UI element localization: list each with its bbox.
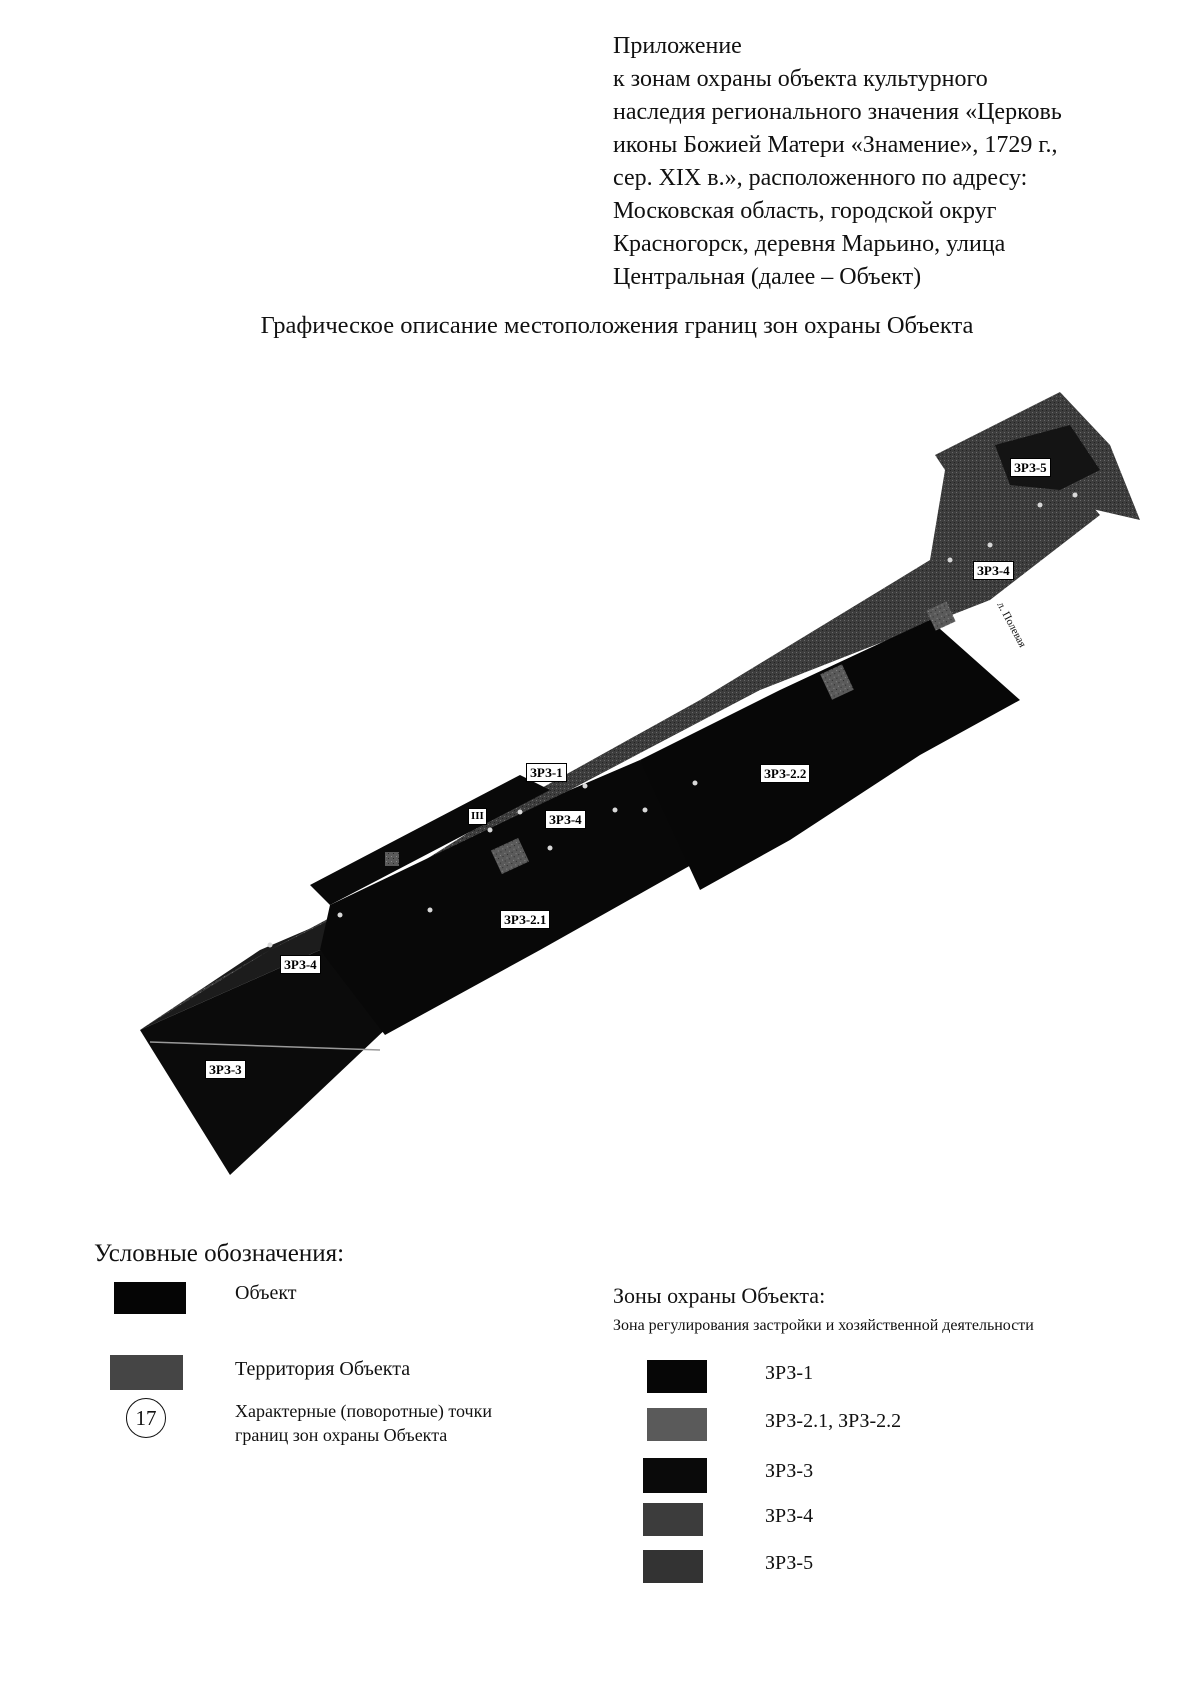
zone-zrz22 <box>640 620 1020 890</box>
zone-zrz3 <box>140 950 390 1175</box>
legend-title: Условные обозначения: <box>94 1240 345 1267</box>
appendix-line: Приложение <box>613 33 742 59</box>
appendix-line: иконы Божией Матери «Знамение», 1729 г., <box>613 132 1058 158</box>
zone-patch <box>820 664 854 700</box>
swatch-zrz1 <box>647 1360 707 1393</box>
boundary-points <box>267 492 1078 948</box>
swatch-territory <box>110 1355 183 1390</box>
map-label-zrz3: ЗРЗ-3 <box>205 1060 246 1079</box>
legend-zone-zrz4: ЗРЗ-4 <box>765 1505 814 1527</box>
zone-zrz1 <box>310 775 550 905</box>
legend-points-line1: Характерные (поворотные) точки <box>235 1401 492 1421</box>
zones-map <box>140 392 1140 1175</box>
appendix-block: Приложение к зонам охраны объекта культу… <box>613 30 1173 294</box>
swatch-zrz3 <box>643 1458 707 1493</box>
legend-zone-zrz2: ЗРЗ-2.1, ЗРЗ-2.2 <box>765 1410 902 1432</box>
swatch-zrz5 <box>643 1550 703 1583</box>
boundary-line <box>149 1041 381 1051</box>
zone-zrz4-left <box>140 920 360 1030</box>
zone-patch <box>926 601 956 631</box>
appendix-line: сер. XIX в.», расположенного по адресу: <box>613 165 1028 191</box>
map-label-zrz1: ЗРЗ-1 <box>526 763 567 782</box>
map-label-zrz21: ЗРЗ-2.1 <box>500 910 551 929</box>
zones-subtitle: Зона регулирования застройки и хозяйстве… <box>613 1317 1034 1334</box>
map-label-zrz4: ЗРЗ-4 <box>973 561 1014 580</box>
legend-territory-label: Территория Объекта <box>235 1358 411 1380</box>
point-number-icon: 17 <box>126 1398 166 1438</box>
appendix-line: наследия регионального значения «Церковь <box>613 99 1062 125</box>
appendix-line: к зонам охраны объекта культурного <box>613 66 988 92</box>
legend-object-label: Объект <box>235 1282 297 1304</box>
map-label-zrz5: ЗРЗ-5 <box>1010 458 1051 477</box>
appendix-line: Красногорск, деревня Марьино, улица <box>613 231 1006 257</box>
page-title: Графическое описание местоположения гран… <box>260 312 974 339</box>
map-label-zrz4: ЗРЗ-4 <box>280 955 321 974</box>
legend-zone-zrz3: ЗРЗ-3 <box>765 1460 814 1482</box>
legend-points-line2: границ зон охраны Объекта <box>235 1425 448 1445</box>
legend-zone-zrz5: ЗРЗ-5 <box>765 1552 814 1574</box>
map-label-marker: III <box>468 808 487 825</box>
zones-title: Зоны охраны Объекта: <box>613 1283 826 1308</box>
swatch-object <box>114 1282 186 1314</box>
zone-patch <box>490 837 530 875</box>
swatch-zrz4 <box>643 1503 703 1536</box>
zone-zrz21 <box>320 760 700 1035</box>
map-label-zrz22: ЗРЗ-2.2 <box>760 764 811 783</box>
legend-zone-zrz1: ЗРЗ-1 <box>765 1362 814 1384</box>
zone-patch <box>385 852 399 866</box>
appendix-line: Московская область, городской округ <box>613 198 997 224</box>
appendix-line: Центральная (далее – Объект) <box>613 264 922 290</box>
swatch-zrz2 <box>647 1408 707 1441</box>
map-label-zrz4: ЗРЗ-4 <box>545 810 586 829</box>
